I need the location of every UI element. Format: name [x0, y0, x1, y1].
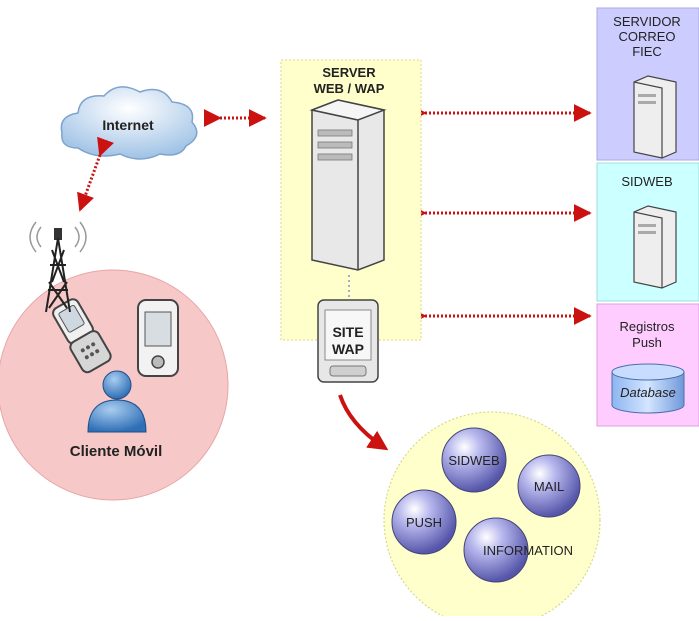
sidweb-service-label: SIDWEB	[448, 453, 499, 468]
push-service-sphere: PUSH	[391, 489, 457, 555]
push-service-label: PUSH	[406, 515, 442, 530]
site-wap-device: SITE WAP	[317, 299, 379, 383]
sidweb-service-sphere: SIDWEB	[441, 427, 507, 493]
server-web-wap-panel: SERVER WEB / WAP	[280, 59, 422, 341]
internet-cloud-icon: Internet	[60, 86, 198, 160]
web-server-icon	[309, 99, 387, 271]
push-registry-panel: Registros Push Database	[596, 303, 699, 427]
information-service-label: INFORMATION	[483, 543, 573, 558]
server-web-title-line2: WEB / WAP	[314, 81, 385, 96]
client-label: Cliente Móvil	[70, 443, 163, 460]
server-web-title-line1: SERVER	[322, 65, 376, 80]
push-registry-line2: Push	[632, 335, 662, 350]
site-wap-line2: WAP	[332, 341, 364, 357]
antenna-tower-icon	[29, 221, 87, 313]
connector-cloud-antenna	[77, 136, 114, 212]
mail-server-line3: FIEC	[632, 44, 662, 59]
mail-service-label: MAIL	[534, 479, 564, 494]
internet-label: Internet	[102, 117, 154, 133]
push-registry-line1: Registros	[620, 319, 675, 334]
mail-server-panel: SERVIDOR CORREO FIEC	[596, 7, 699, 161]
user-person-icon	[87, 370, 147, 433]
information-service-sphere: INFORMATION	[463, 517, 573, 583]
sidweb-server-panel: SIDWEB	[596, 162, 699, 302]
services-group: SIDWEB MAIL PUSH INFORMATION	[383, 411, 601, 621]
pda-icon	[137, 299, 179, 377]
mail-server-line1: SERVIDOR	[613, 14, 681, 29]
client-group: Cliente Móvil	[0, 269, 229, 501]
mail-server-line2: CORREO	[618, 29, 675, 44]
site-wap-line1: SITE	[332, 324, 363, 340]
mail-service-sphere: MAIL	[517, 454, 581, 518]
mail-server-icon	[633, 75, 677, 159]
sidweb-server-icon	[633, 205, 677, 289]
flip-phone-icon	[52, 298, 112, 374]
connectors	[77, 104, 592, 325]
database-icon: Database	[611, 363, 685, 414]
wap-to-services-arrow	[338, 394, 389, 451]
database-label: Database	[620, 385, 676, 400]
sidweb-server-label: SIDWEB	[621, 174, 672, 189]
